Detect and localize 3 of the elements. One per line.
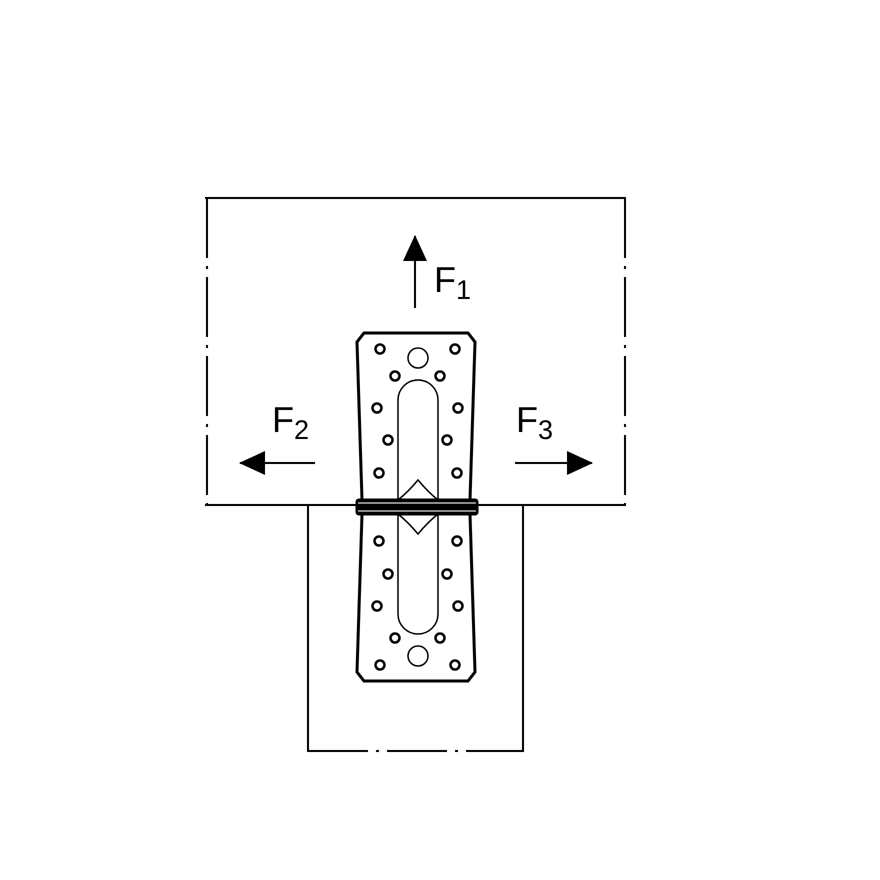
force-label: F$_{1}$ [434, 262, 472, 298]
force-label: F$_{2}$ [272, 402, 310, 438]
force-label: F$_{3}$ [516, 402, 554, 438]
